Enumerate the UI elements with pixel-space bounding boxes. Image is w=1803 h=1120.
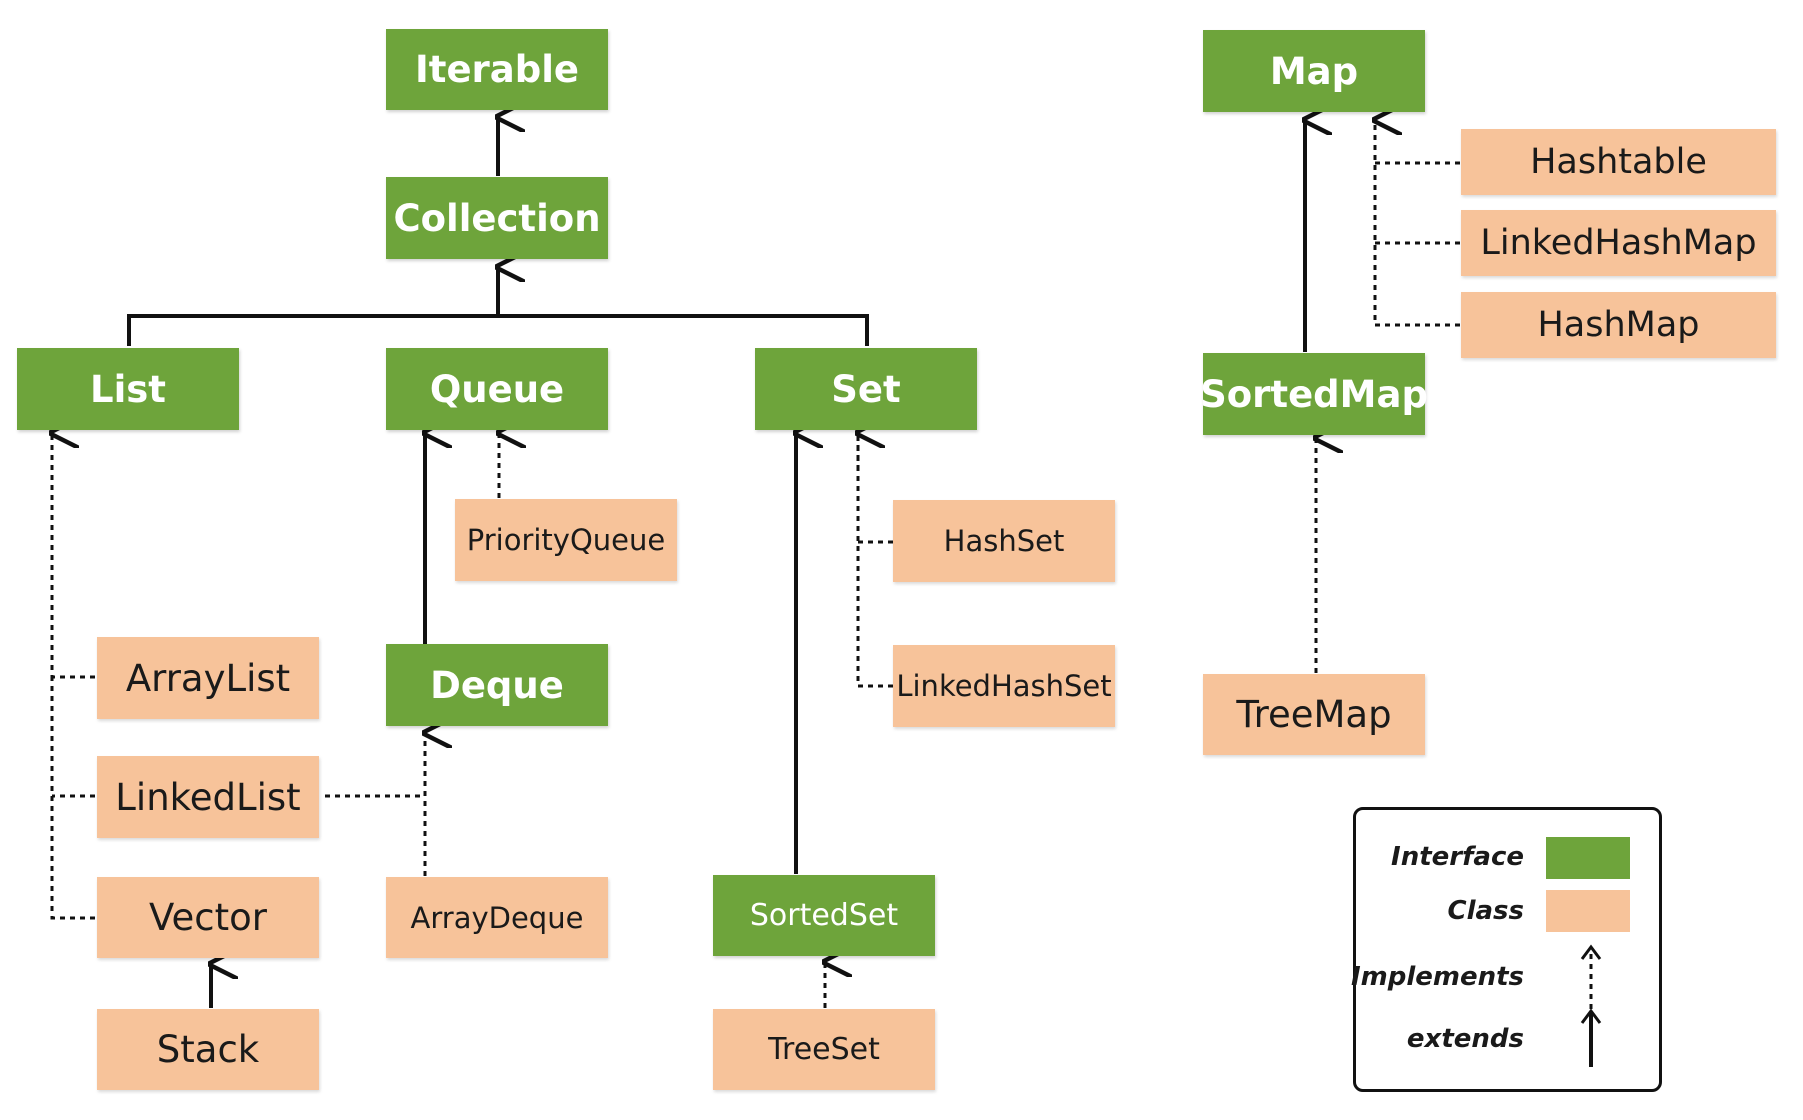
edge-hashmap-map xyxy=(1373,120,1460,327)
node-arraydeque: ArrayDeque xyxy=(386,877,608,958)
node-priorityqueue: PriorityQueue xyxy=(455,499,677,581)
node-vector: Vector xyxy=(97,877,319,958)
edge-bus xyxy=(127,314,869,346)
node-queue: Queue xyxy=(386,348,608,430)
legend-class-swatch xyxy=(1546,890,1630,932)
node-arraylist: ArrayList xyxy=(97,637,319,719)
node-sortedset: SortedSet xyxy=(713,875,935,956)
node-collection: Collection xyxy=(386,177,608,259)
node-hashmap: HashMap xyxy=(1461,292,1776,358)
legend-interface-label: Interface xyxy=(1391,842,1524,872)
edge-linkedhashset-set xyxy=(856,433,893,688)
node-hashset: HashSet xyxy=(893,500,1115,582)
legend-class-label: Class xyxy=(1447,896,1525,926)
node-deque: Deque xyxy=(386,644,608,726)
legend-extends-label: extends xyxy=(1406,1024,1524,1054)
node-linkedhashset: LinkedHashSet xyxy=(893,645,1115,727)
edge-vector-list xyxy=(50,677,95,920)
legend: Interface Class Implements extends xyxy=(1350,807,1662,1092)
node-hashtable: Hashtable xyxy=(1461,129,1776,195)
legend-implements-label: Implements xyxy=(1350,962,1524,992)
node-treemap: TreeMap xyxy=(1203,674,1425,755)
node-iterable: Iterable xyxy=(386,29,608,110)
node-stack: Stack xyxy=(97,1009,319,1090)
node-map: Map xyxy=(1203,30,1425,112)
node-treeset: TreeSet xyxy=(713,1009,935,1090)
node-linkedhashmap: LinkedHashMap xyxy=(1461,210,1776,276)
edge-list-impls xyxy=(50,441,95,679)
node-sortedmap: SortedMap xyxy=(1200,353,1428,435)
node-linkedlist: LinkedList xyxy=(97,756,319,838)
node-set: Set xyxy=(755,348,977,430)
legend-extends-arrow-icon xyxy=(1580,1008,1602,1067)
legend-implements-arrow-icon xyxy=(1580,944,1602,1009)
legend-interface-swatch xyxy=(1546,837,1630,879)
node-list: List xyxy=(17,348,239,430)
